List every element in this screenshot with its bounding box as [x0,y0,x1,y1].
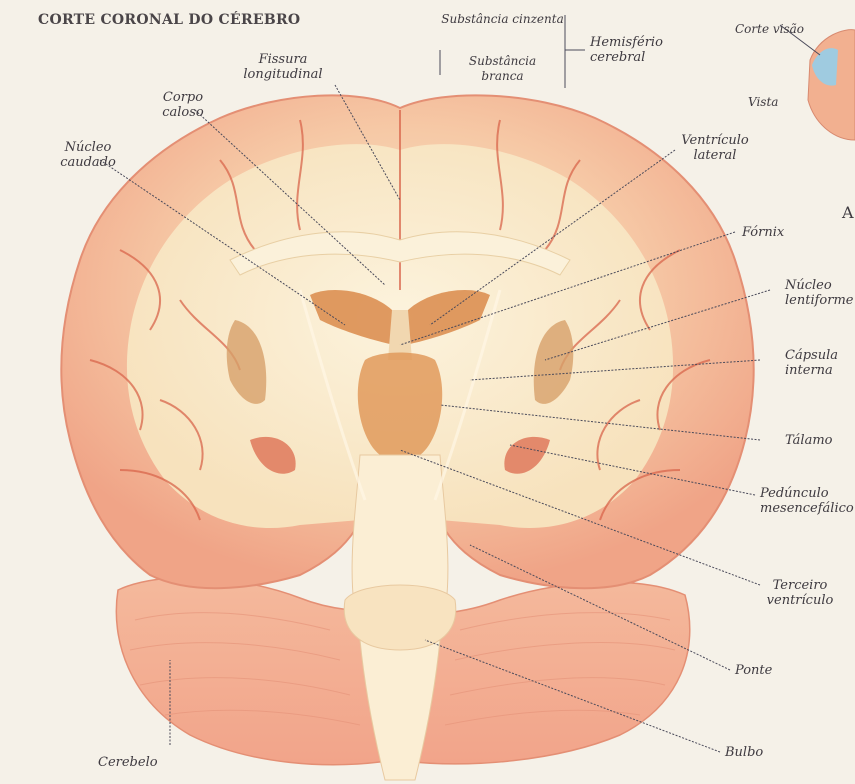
label-fornix: Fórnix [742,225,784,240]
label-corte-visao: Corte visão [735,22,804,37]
diagram-title: CORTE CORONAL DO CÉREBRO [38,12,300,28]
label-corpo-caloso: Corpo caloso [148,90,218,120]
label-substancia-branca: Substância branca [450,54,555,84]
label-substancia-cinzenta: Substância cinzenta [440,12,565,27]
label-ventriculo-lateral: Ventrículo lateral [665,133,765,163]
label-bulbo: Bulbo [725,745,763,760]
thalamus-shape [358,353,442,456]
label-talamo: Tálamo [785,433,832,448]
label-vista-fragment: Vista [748,95,778,110]
label-terceiro-ventriculo: Terceiro ventrículo [760,578,840,608]
label-cerebelo: Cerebelo [98,755,158,770]
label-nucleo-lentiforme: Núcleo lentiforme [785,278,855,308]
label-side-letter: A [842,205,854,220]
label-hemisferio-cerebral: Hemisfério cerebral [590,35,700,65]
label-nucleo-caudado: Núcleo caudado [48,140,128,170]
label-fissura-longitudinal: Fissura longitudinal [228,52,338,82]
pons-bulge [344,585,456,650]
label-pedunculo-mesencefalico: Pedúnculo mesencefálico [760,486,855,516]
label-ponte: Ponte [735,663,772,678]
label-capsula-interna: Cápsula interna [785,348,855,378]
